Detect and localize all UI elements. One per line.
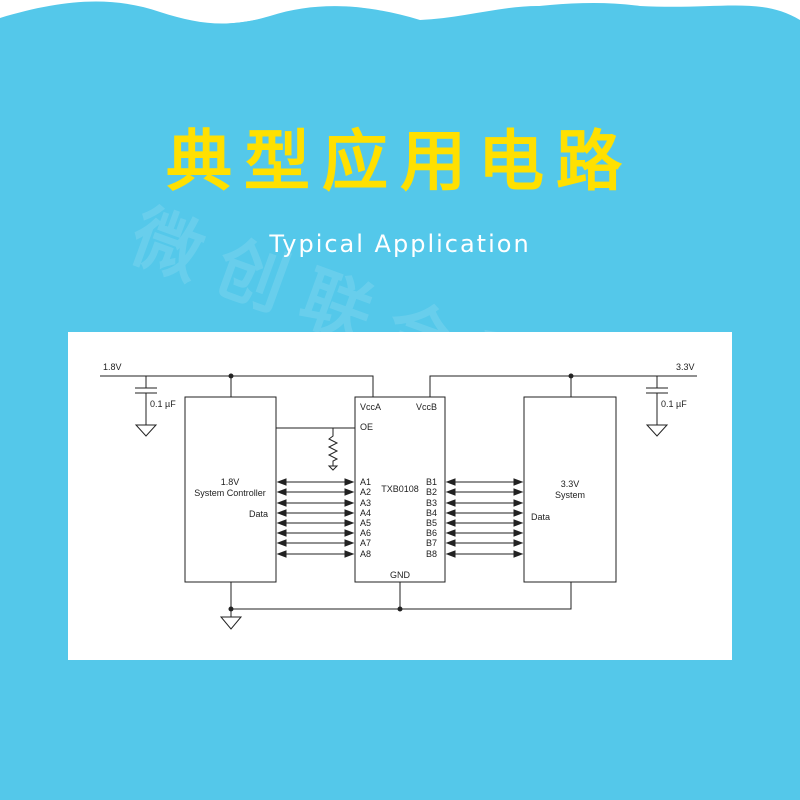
pin-vcca: VccA xyxy=(360,402,381,412)
pin-a: A6 xyxy=(360,528,371,538)
ground-net xyxy=(219,582,572,630)
label-1v8: 1.8V xyxy=(103,362,122,372)
bidirectional-arrow xyxy=(276,499,355,507)
pin-a: A3 xyxy=(360,498,371,508)
supply-rails xyxy=(100,375,697,397)
chip-name: TXB0108 xyxy=(381,484,419,494)
pin-b: B4 xyxy=(426,508,437,518)
pin-b: B1 xyxy=(426,477,437,487)
pin-a: A7 xyxy=(360,538,371,548)
bidirectional-arrow xyxy=(276,550,355,558)
bidirectional-arrow xyxy=(445,529,524,537)
page-title: 典型应用电路 xyxy=(166,123,634,200)
pin-b: B7 xyxy=(426,538,437,548)
controller-data-label: Data xyxy=(249,509,268,519)
junction xyxy=(228,606,234,612)
system-data-label: Data xyxy=(531,512,550,522)
label-3v3: 3.3V xyxy=(676,362,695,372)
controller-label: System Controller xyxy=(194,488,266,498)
pin-a: A2 xyxy=(360,487,371,497)
system-label: 3.3V xyxy=(561,479,580,489)
bidirectional-arrow xyxy=(445,488,524,496)
cap-right-label: 0.1 µF xyxy=(661,399,687,409)
bidirectional-arrow xyxy=(276,519,355,527)
pin-b: B2 xyxy=(426,487,437,497)
bidirectional-arrow xyxy=(445,539,524,547)
cap-left-label: 0.1 µF xyxy=(150,399,176,409)
bidirectional-arrow xyxy=(445,499,524,507)
supply-taps xyxy=(230,376,572,397)
capacitor-right xyxy=(645,376,669,437)
bidirectional-arrow xyxy=(445,478,524,486)
bidirectional-arrow xyxy=(276,478,355,486)
pin-a: A8 xyxy=(360,549,371,559)
pin-b: B3 xyxy=(426,498,437,508)
bidirectional-arrow xyxy=(276,539,355,547)
bidirectional-arrow xyxy=(445,519,524,527)
bidirectional-arrow xyxy=(445,550,524,558)
oe-pullup-resistor xyxy=(276,427,355,471)
pin-a: A4 xyxy=(360,508,371,518)
bidirectional-arrow xyxy=(276,529,355,537)
pin-vccb: VccB xyxy=(416,402,437,412)
system-label: System xyxy=(555,490,585,500)
bidirectional-arrow xyxy=(276,509,355,517)
bidirectional-arrow xyxy=(445,509,524,517)
pin-a: A1 xyxy=(360,477,371,487)
junction xyxy=(397,606,403,612)
page-subtitle: Typical Application xyxy=(269,230,531,258)
pin-b: B6 xyxy=(426,528,437,538)
junction xyxy=(228,373,234,379)
pin-oe: OE xyxy=(360,422,373,432)
bidirectional-arrow xyxy=(276,488,355,496)
system-box xyxy=(523,396,617,583)
capacitor-left xyxy=(134,376,158,437)
pin-a: A5 xyxy=(360,518,371,528)
pin-b: B5 xyxy=(426,518,437,528)
controller-label: 1.8V xyxy=(221,477,240,487)
junction xyxy=(568,373,574,379)
pin-b: B8 xyxy=(426,549,437,559)
pin-gnd: GND xyxy=(390,570,411,580)
data-bus-arrows xyxy=(276,478,524,558)
